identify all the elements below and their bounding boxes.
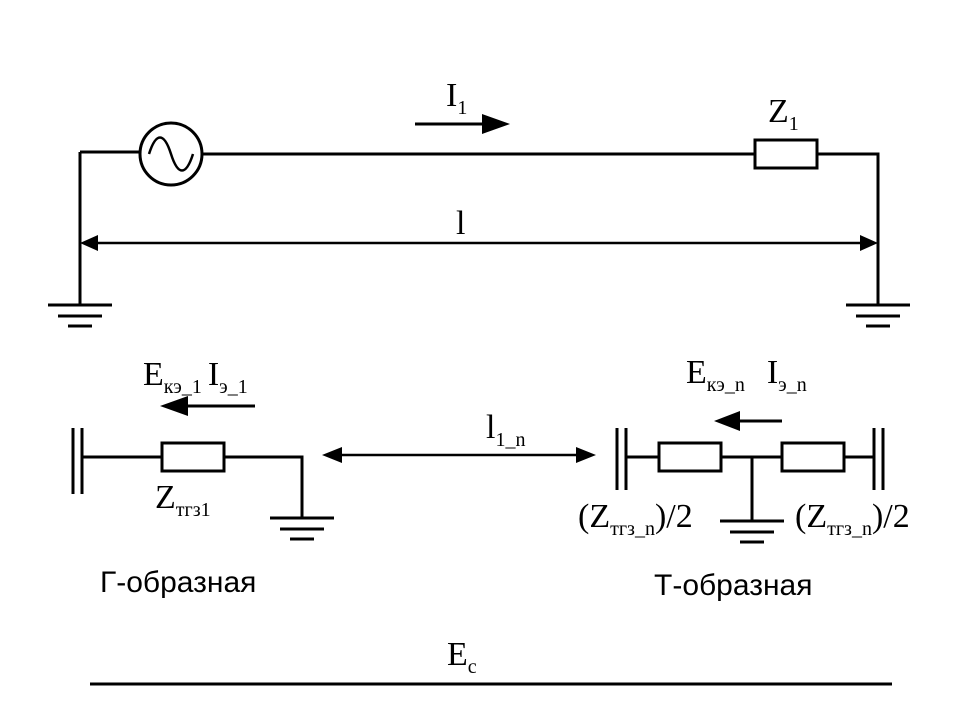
impedance-ztgz1	[160, 441, 226, 473]
current-arrow-icon	[160, 396, 255, 416]
impedance-label-z1: Z1	[768, 93, 799, 135]
ac-source-icon	[138, 121, 204, 187]
emf-label-ec: Ec	[447, 636, 477, 678]
span-dimension: l1_n	[322, 409, 596, 463]
right-ground-wire	[817, 152, 880, 305]
length-dimension-arrow-icon	[80, 235, 878, 251]
span-arrow-icon	[322, 447, 596, 463]
ground-icon	[48, 303, 112, 328]
g-wire-right	[224, 455, 304, 518]
impedance-z1	[753, 138, 819, 170]
ground-icon	[270, 516, 334, 541]
impedance-label-right-half: (Zтгз_n)/2	[795, 498, 910, 540]
current-arrow-icon	[714, 411, 782, 431]
current-arrow-icon	[415, 114, 510, 134]
current-label-i1: I1	[446, 77, 467, 119]
top-circuit: I1 Z1 l	[48, 77, 910, 328]
g-model-caption: Г-образная	[100, 566, 256, 599]
ground-icon	[846, 303, 910, 328]
impedance-left-half	[657, 441, 723, 473]
impedance-right-half	[780, 441, 846, 473]
impedance-label-ztgz1: Zтгз1	[155, 479, 211, 521]
ground-icon	[720, 519, 784, 544]
span-label: l1_n	[486, 409, 525, 451]
t-model-caption: Т-образная	[654, 569, 812, 602]
length-label: l	[456, 205, 465, 242]
impedance-label-left-half: (Zтгз_n)/2	[578, 498, 693, 540]
bottom-emf: Ec	[90, 636, 892, 686]
